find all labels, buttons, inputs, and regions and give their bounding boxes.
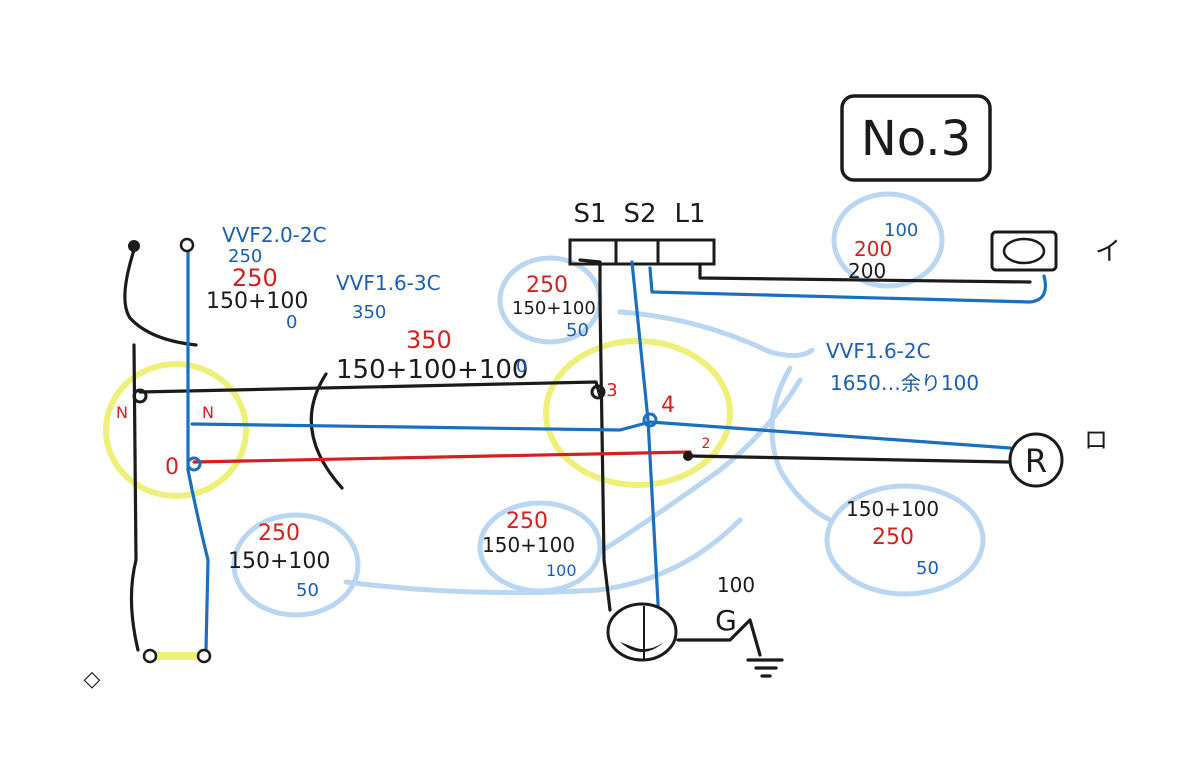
bubble-link-lower	[343, 517, 743, 596]
switch-drop-red: 250	[526, 273, 568, 298]
receptacle-r: R ロ	[1008, 426, 1108, 488]
lamp-i-blue: 100	[884, 220, 918, 241]
receptacle-label: R	[1025, 442, 1047, 480]
main-feed-calc: 150+100	[206, 289, 308, 314]
bubble-link-right	[769, 365, 833, 523]
source-terminal-white	[179, 237, 195, 253]
source-mark: ◇	[84, 667, 101, 692]
switch-label-l1: L1	[674, 199, 705, 229]
source-loop	[123, 248, 198, 347]
box-link-length: 350	[352, 302, 386, 323]
ground-symbol	[746, 658, 784, 678]
main-feed-length-red: 250	[232, 264, 278, 292]
bubble-lamp-i	[831, 191, 945, 289]
title-box: No.3	[840, 94, 992, 182]
left-lower-remainder: 50	[296, 580, 319, 601]
blue-wires	[186, 250, 1047, 652]
junction-labels: N N 0 3 4 2	[116, 380, 710, 480]
source-terminal-black	[128, 240, 140, 252]
bottom-terminal-right	[196, 648, 212, 664]
outlet-value: 100	[717, 573, 755, 597]
cable-sheath-curve	[309, 372, 344, 490]
left-lower-red: 250	[258, 521, 300, 546]
junction-right-3	[590, 384, 606, 400]
switch-label-s1: S1	[573, 199, 606, 229]
left-lower-calc: 150+100	[228, 549, 330, 574]
junction-left-zero	[186, 456, 202, 472]
label-left-n: N	[116, 403, 128, 422]
bubble-left-lower	[231, 512, 361, 618]
s2-drop-blue	[630, 260, 662, 642]
switch-drop-calc: 150+100	[512, 298, 596, 319]
box-link-annotation: VVF1.6-3C 350 350 150+100+100 0	[336, 271, 528, 385]
right-lower-calc: 150+100	[846, 497, 939, 521]
lamp-i: イ	[990, 230, 1121, 272]
mid-lower-remainder: 100	[546, 561, 577, 580]
switch-block: S1 S2 L1	[568, 199, 716, 266]
mid-lower-calc: 150+100	[482, 533, 575, 557]
title-text: No.3	[861, 111, 971, 167]
main-feed-remainder: 0	[286, 312, 297, 333]
main-feed-annotation: VVF2.0-2C 250 250 150+100 0	[206, 223, 327, 333]
junction-to-receptacle	[688, 454, 1010, 464]
box-link-black	[138, 380, 602, 398]
bubble-link-right-top	[617, 309, 815, 358]
label-left-n2: N	[202, 403, 214, 422]
label-right-4: 4	[661, 393, 675, 418]
lamp-i-red: 200	[854, 237, 892, 261]
main-feed-length: 250	[228, 246, 262, 267]
right-run-annotation: VVF1.6-2C 1650…余り100	[826, 339, 979, 395]
terminals	[128, 237, 693, 664]
right-lower-red: 250	[872, 525, 914, 550]
bubble-right-lower	[824, 483, 986, 597]
ground-wire	[676, 618, 762, 657]
junction-right-2	[683, 451, 693, 461]
main-vertical-black	[129, 343, 140, 652]
box-link-length-red: 350	[406, 326, 452, 354]
switch-drop-remainder: 50	[566, 320, 589, 341]
mid-lower-red: 250	[506, 509, 548, 534]
main-feed-type: VVF2.0-2C	[222, 223, 327, 247]
black-wires	[123, 248, 1032, 678]
lamp-i-annotation: 100 200 200	[848, 220, 918, 283]
junction-highlights	[103, 338, 733, 660]
outlet-g: G	[715, 604, 737, 637]
label-left-zero: 0	[165, 455, 179, 480]
l1-to-lamp	[698, 262, 1032, 284]
left-lower-annotation: 250 150+100 50	[228, 521, 330, 601]
box-link-blue	[190, 420, 1012, 450]
highlight-right-box	[543, 338, 733, 488]
mid-lower-annotation: 250 150+100 100	[482, 509, 577, 580]
label-right-3: 3	[606, 380, 617, 401]
right-lower-remainder: 50	[916, 558, 939, 579]
right-lower-annotation: 150+100 250 50	[846, 497, 939, 579]
switch-drop-annotation: 250 150+100 50	[512, 273, 596, 341]
highlight-left-box	[103, 361, 249, 499]
right-run-summary: 1650…余り100	[830, 371, 979, 395]
junction-left-n	[132, 388, 148, 404]
main-vertical-blue	[186, 250, 210, 652]
drop-left	[578, 258, 612, 612]
s2-to-lamp-blue	[648, 266, 1047, 304]
bottom-terminal-left	[142, 648, 158, 664]
lamp-i-black: 200	[848, 259, 886, 283]
box-link-remainder: 0	[516, 356, 527, 377]
lamp-i-mark: イ	[1095, 237, 1121, 267]
junction-right-4	[642, 412, 658, 428]
bubble-link-left	[600, 377, 803, 553]
box-link-calc: 150+100+100	[336, 355, 528, 385]
switch-label-s2: S2	[623, 199, 656, 229]
right-run-type: VVF1.6-2C	[826, 339, 931, 363]
box-link-type: VVF1.6-3C	[336, 271, 441, 295]
label-right-2: 2	[702, 436, 711, 452]
lamp-ro-mark: ロ	[1084, 426, 1108, 454]
outlet-device: 100 G	[606, 573, 755, 662]
red-wire	[192, 450, 692, 464]
